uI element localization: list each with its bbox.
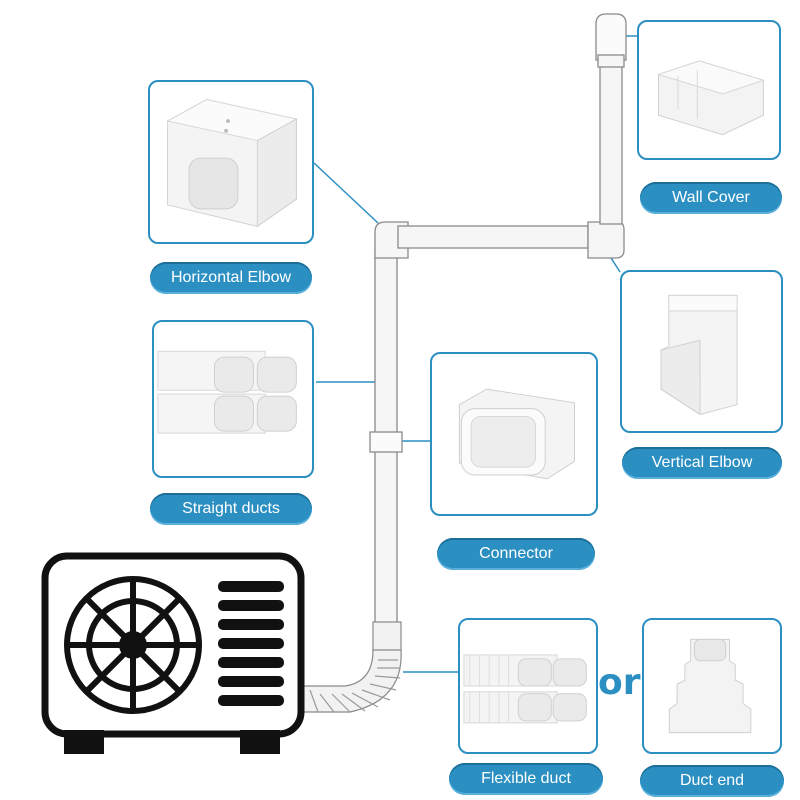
- duct-end-image: [668, 638, 752, 734]
- straight-ducts-card: [152, 320, 314, 478]
- vertical-elbow-label: Vertical Elbow: [622, 447, 782, 479]
- connector-image: [458, 388, 575, 480]
- straight-ducts-image: [157, 350, 297, 434]
- duct-end-label: Duct end: [640, 765, 784, 797]
- wall-cover-label: Wall Cover: [640, 182, 782, 214]
- straight-ducts-label: Straight ducts: [150, 493, 312, 525]
- flexible-duct-image: [463, 654, 587, 724]
- flexible-duct-card: [458, 618, 598, 754]
- wall-cover-image: [656, 60, 766, 136]
- connector-card: [430, 352, 598, 516]
- horizontal-elbow-card: [148, 80, 314, 244]
- vertical-elbow-card: [620, 270, 783, 433]
- flexible-duct-run: [299, 621, 402, 713]
- or-text: or: [598, 662, 641, 703]
- flexible-duct-label: Flexible duct: [449, 763, 603, 795]
- wall-cover-card: [637, 20, 781, 160]
- duct-end-card: [642, 618, 782, 754]
- leader-lines: [313, 35, 637, 673]
- horizontal-elbow-label: Horizontal Elbow: [150, 262, 312, 294]
- vent-grille: [218, 581, 284, 706]
- connector-label: Connector: [437, 538, 595, 570]
- horizontal-elbow-image: [166, 99, 298, 228]
- outdoor-unit: [41, 552, 305, 754]
- vertical-elbow-image: [660, 294, 738, 416]
- fan-icon: [64, 576, 202, 714]
- duct-run: [369, 13, 627, 627]
